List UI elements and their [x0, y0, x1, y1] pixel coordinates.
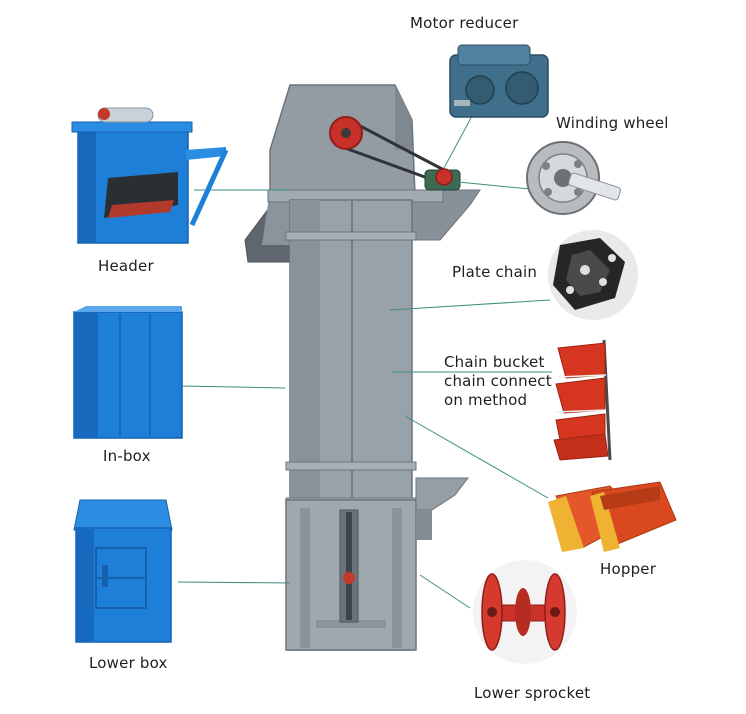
label-lower-box: Lower box — [89, 654, 168, 672]
leader-in-box — [181, 385, 286, 389]
plate-chain-image — [548, 230, 638, 320]
leader-lower-sprocket — [419, 574, 471, 609]
label-lower-sprocket: Lower sprocket — [474, 684, 591, 702]
leader-hopper — [404, 415, 549, 499]
motor-reducer-image — [449, 44, 549, 118]
label-plate-chain: Plate chain — [452, 263, 538, 281]
label-motor-reducer: Motor reducer — [410, 14, 519, 32]
label-winding-wheel: Winding wheel — [556, 114, 669, 132]
header-part-image — [71, 107, 229, 244]
label-in-box: In-box — [103, 447, 151, 465]
leader-lines — [177, 104, 552, 609]
bucket-elevator-machine — [244, 84, 481, 651]
in-box-part-image — [73, 306, 183, 439]
hopper-image — [548, 481, 677, 552]
leader-plate-chain — [389, 299, 551, 311]
leader-winding-wheel — [457, 181, 541, 191]
label-hopper: Hopper — [600, 560, 657, 578]
lower-box-part-image — [73, 499, 173, 643]
lower-sprocket-image — [473, 560, 577, 664]
label-header: Header — [98, 257, 154, 275]
winding-wheel-image — [526, 141, 622, 215]
leader-lower-box — [177, 581, 291, 584]
label-chain-bucket: Chain bucket chain connect on method — [444, 353, 552, 409]
chain-bucket-image — [553, 339, 612, 461]
